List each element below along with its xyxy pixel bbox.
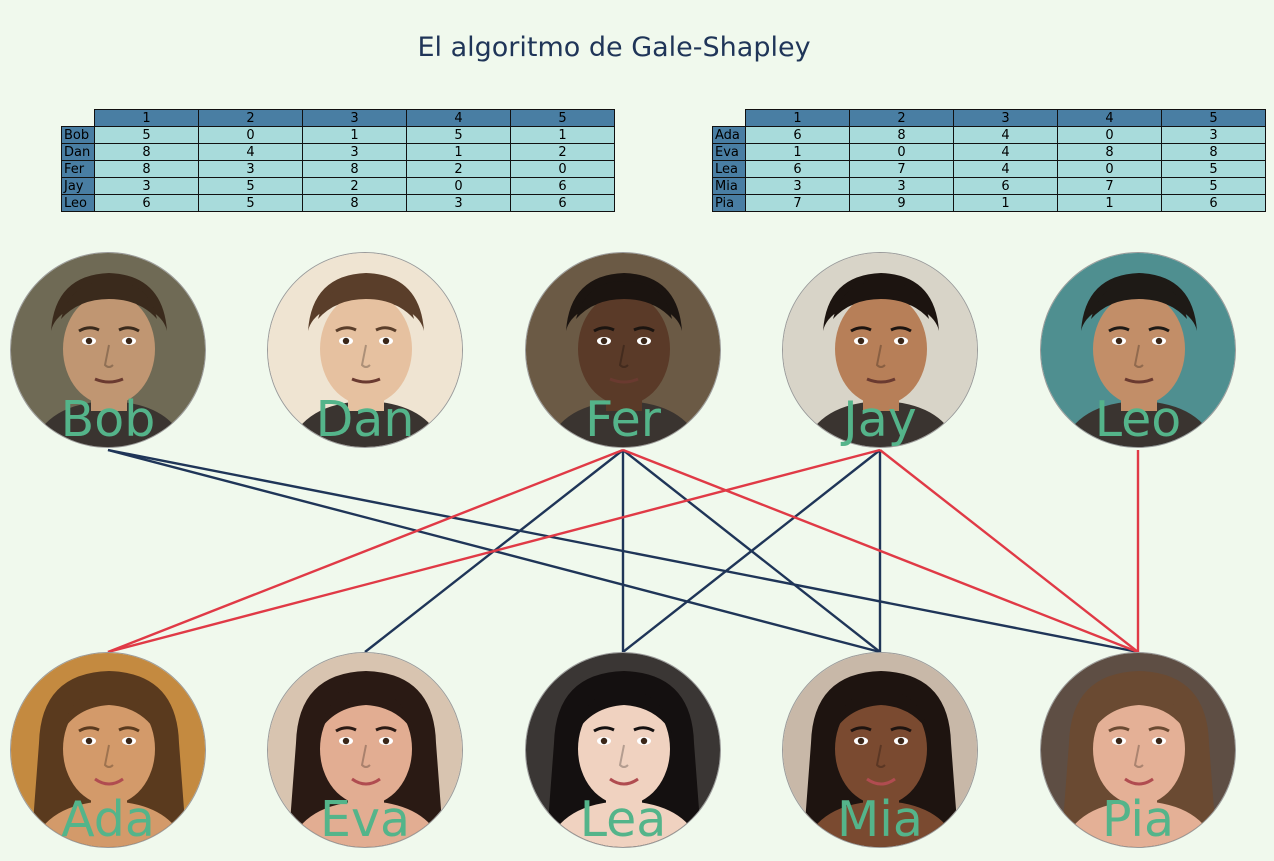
portrait-dan: [267, 252, 463, 448]
table-cell: 4: [198, 143, 303, 161]
page-title: El algoritmo de Gale-Shapley: [417, 32, 811, 63]
person-bob: Bob: [10, 252, 206, 448]
portrait-fer: [525, 252, 721, 448]
row-label: Dan: [61, 143, 95, 161]
person-pia: Pia: [1040, 652, 1236, 848]
edge-fer-ada: [107, 448, 624, 654]
table-cell: 6: [94, 194, 199, 212]
table-cell: 6: [745, 126, 850, 144]
table-cell: 7: [745, 194, 850, 212]
column-header: 2: [198, 109, 303, 127]
table-cell: 8: [302, 194, 407, 212]
row-label: Pia: [712, 194, 746, 212]
table-cell: 3: [406, 194, 511, 212]
portrait-bob: [10, 252, 206, 448]
portrait-eva: [267, 652, 463, 848]
person-fer: Fer: [525, 252, 721, 448]
portrait-ada: [10, 652, 206, 848]
column-header: 1: [745, 109, 850, 127]
edge-jay-lea: [622, 449, 881, 653]
person-mia: Mia: [782, 652, 978, 848]
portrait-jay: [782, 252, 978, 448]
row-label: Lea: [712, 160, 746, 178]
edge-jay-ada: [107, 448, 881, 654]
table-cell: 8: [1057, 143, 1162, 161]
person-jay: Jay: [782, 252, 978, 448]
column-header: 3: [302, 109, 407, 127]
table-cell: 8: [94, 160, 199, 178]
table-cell: 1: [1057, 194, 1162, 212]
row-label: Jay: [61, 177, 95, 195]
table-cell: 5: [198, 194, 303, 212]
table-cell: 7: [849, 160, 954, 178]
row-label: Mia: [712, 177, 746, 195]
table-cell: 7: [1057, 177, 1162, 195]
table-cell: 9: [849, 194, 954, 212]
table-cell: 6: [510, 177, 615, 195]
person-name: Jay: [843, 391, 917, 448]
table-cell: 5: [406, 126, 511, 144]
column-header: 3: [953, 109, 1058, 127]
table-cell: 3: [302, 143, 407, 161]
table-cell: 5: [94, 126, 199, 144]
portrait-lea: [525, 652, 721, 848]
person-name: Ada: [61, 791, 155, 848]
table-cell: 6: [510, 194, 615, 212]
table-cell: 1: [953, 194, 1058, 212]
table-cell: 0: [198, 126, 303, 144]
edge-fer-pia: [622, 448, 1139, 654]
person-eva: Eva: [267, 652, 463, 848]
person-name: Eva: [320, 791, 410, 848]
table-cell: 1: [510, 126, 615, 144]
person-name: Dan: [315, 391, 415, 448]
person-dan: Dan: [267, 252, 463, 448]
column-header: 5: [510, 109, 615, 127]
table-cell: 3: [94, 177, 199, 195]
edge-jay-pia: [879, 449, 1139, 653]
person-name: Leo: [1094, 391, 1182, 448]
person-lea: Lea: [525, 652, 721, 848]
portrait-mia: [782, 652, 978, 848]
table-cell: 6: [1161, 194, 1266, 212]
person-name: Pia: [1101, 791, 1175, 848]
row-label: Leo: [61, 194, 95, 212]
person-leo: Leo: [1040, 252, 1236, 448]
row-label: Fer: [61, 160, 95, 178]
portrait-pia: [1040, 652, 1236, 848]
table-cell: 5: [198, 177, 303, 195]
table-cell: 3: [1161, 126, 1266, 144]
table-cell: 3: [849, 177, 954, 195]
person-name: Fer: [585, 391, 661, 448]
table-cell: 0: [1057, 126, 1162, 144]
person-name: Mia: [837, 791, 923, 848]
table-cell: 0: [849, 143, 954, 161]
person-ada: Ada: [10, 652, 206, 848]
person-name: Bob: [60, 391, 156, 448]
table-cell: 2: [406, 160, 511, 178]
row-label: Ada: [712, 126, 746, 144]
portrait-leo: [1040, 252, 1236, 448]
column-header: 5: [1161, 109, 1266, 127]
person-name: Lea: [579, 791, 667, 848]
